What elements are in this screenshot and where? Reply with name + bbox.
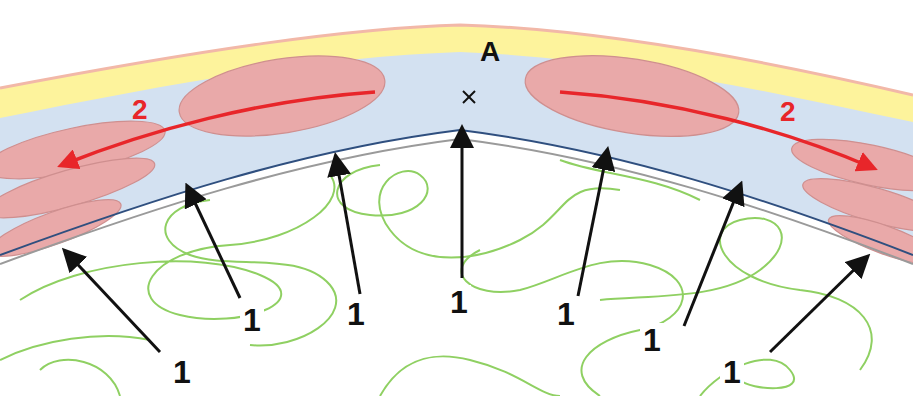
muscles bbox=[0, 43, 913, 274]
callout-number: 1 bbox=[170, 355, 194, 389]
red-arrows bbox=[62, 92, 873, 168]
callout-number: 1 bbox=[447, 285, 471, 319]
callout-number: 2 bbox=[777, 97, 799, 127]
region-letter: A bbox=[477, 37, 503, 67]
callout-number: 1 bbox=[240, 303, 264, 337]
callout-number: 1 bbox=[640, 323, 664, 357]
callout-number: 1 bbox=[720, 355, 744, 389]
callout-number: 2 bbox=[129, 95, 151, 125]
pressure-arrows bbox=[66, 130, 866, 352]
x-mark bbox=[463, 91, 475, 103]
callout-number: 1 bbox=[554, 297, 578, 331]
transversalis-fascia bbox=[0, 130, 913, 255]
peritoneum bbox=[0, 139, 913, 264]
callout-number: 1 bbox=[344, 297, 368, 331]
